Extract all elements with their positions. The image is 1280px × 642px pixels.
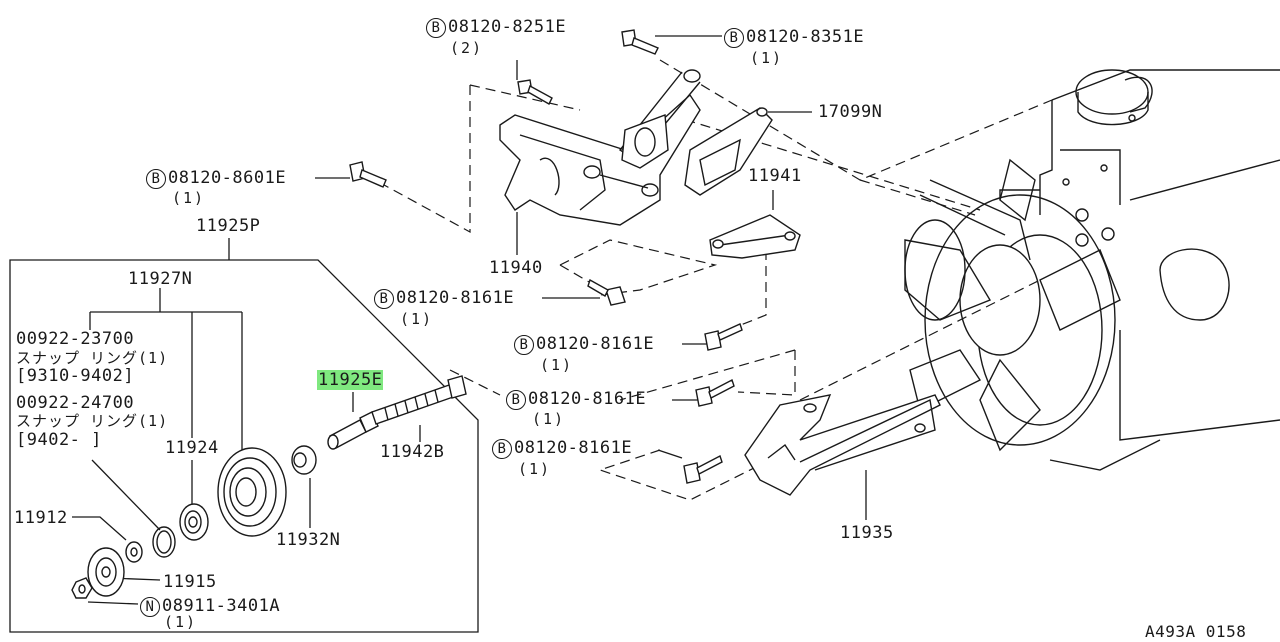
- qty-bolt-8601: (1): [172, 189, 206, 207]
- qty-bolt-8161-d: (1): [518, 460, 552, 478]
- assembly-box-11925p: [9, 259, 479, 633]
- dashed-lines: [374, 59, 1053, 501]
- label-spacer-11932n: 11932N: [276, 530, 341, 550]
- label-bolt-11942b: 11942B: [380, 442, 445, 462]
- label-shaft-11925e: 11925E: [317, 370, 384, 390]
- label-snap-ring-1-name: スナップ リング(1): [16, 349, 169, 367]
- label-washer-11912: 11912: [14, 508, 68, 528]
- gasket-17099n: [684, 107, 773, 196]
- bolt-8161-b: [704, 323, 743, 351]
- figure-id: A493A 0158: [1145, 622, 1247, 641]
- pulley-11927n: [217, 447, 287, 537]
- label-bracket-11935: 11935: [840, 523, 894, 543]
- qty-bolt-8351: (1): [750, 49, 784, 67]
- adjust-bolt-11942b: [371, 375, 467, 425]
- label-snap-ring-1-range: [9310-9402]: [16, 366, 135, 386]
- snap-ring: [152, 526, 176, 558]
- label-assembly-11925p: 11925P: [196, 216, 261, 236]
- prefix-b-icon: B: [146, 169, 166, 189]
- label-bearing-11924: 11924: [165, 438, 219, 458]
- prefix-b-icon: B: [374, 289, 394, 309]
- prefix-b-icon: B: [426, 18, 446, 38]
- shaft-11925e: [327, 411, 379, 450]
- leader-lines: [72, 35, 867, 605]
- label-cover-11915: 11915: [163, 572, 217, 592]
- qty-bolt-8161-b: (1): [540, 356, 574, 374]
- prefix-b-icon: B: [724, 28, 744, 48]
- label-bracket-11940: 11940: [489, 258, 543, 278]
- label-snap-ring-1-code: 00922-23700: [16, 329, 135, 349]
- bolt-8161-a: [587, 278, 626, 306]
- spacer-11932n: [291, 445, 317, 475]
- label-gasket-17099n: 17099N: [818, 102, 883, 122]
- bolt-8161-c: [695, 378, 735, 407]
- bolt-8251: [517, 79, 553, 105]
- nut-08911: [71, 577, 93, 599]
- label-snap-ring-2-name: スナップ リング(1): [16, 412, 169, 430]
- label-snap-ring-2-range: [9402- ]: [16, 430, 102, 450]
- engine-block: [999, 69, 1280, 471]
- qty-bolt-8251: (2): [450, 39, 484, 57]
- bolt-8161-d: [683, 454, 723, 484]
- qty-bolt-8161-c: (1): [532, 410, 566, 428]
- bracket-11935: [744, 394, 941, 496]
- prefix-b-icon: B: [506, 390, 526, 410]
- highlight-marker: 11925E: [317, 370, 384, 390]
- qty-bolt-8161-a: (1): [400, 310, 434, 328]
- label-snap-ring-2-code: 00922-24700: [16, 393, 135, 413]
- bolt-8351: [621, 29, 659, 55]
- plate-11941: [709, 214, 801, 259]
- washer-11912: [125, 541, 143, 563]
- prefix-b-icon: B: [492, 439, 512, 459]
- cover-11915: [87, 547, 125, 597]
- qty-nut-08911: (1): [164, 613, 198, 631]
- label-plate-11941: 11941: [748, 166, 802, 186]
- bolt-8601: [349, 161, 387, 188]
- label-pulley-11927n: 11927N: [128, 269, 193, 289]
- prefix-n-icon: N: [140, 597, 160, 617]
- prefix-b-icon: B: [514, 335, 534, 355]
- bearing-11924: [179, 503, 209, 541]
- bracket-11940: [499, 69, 701, 226]
